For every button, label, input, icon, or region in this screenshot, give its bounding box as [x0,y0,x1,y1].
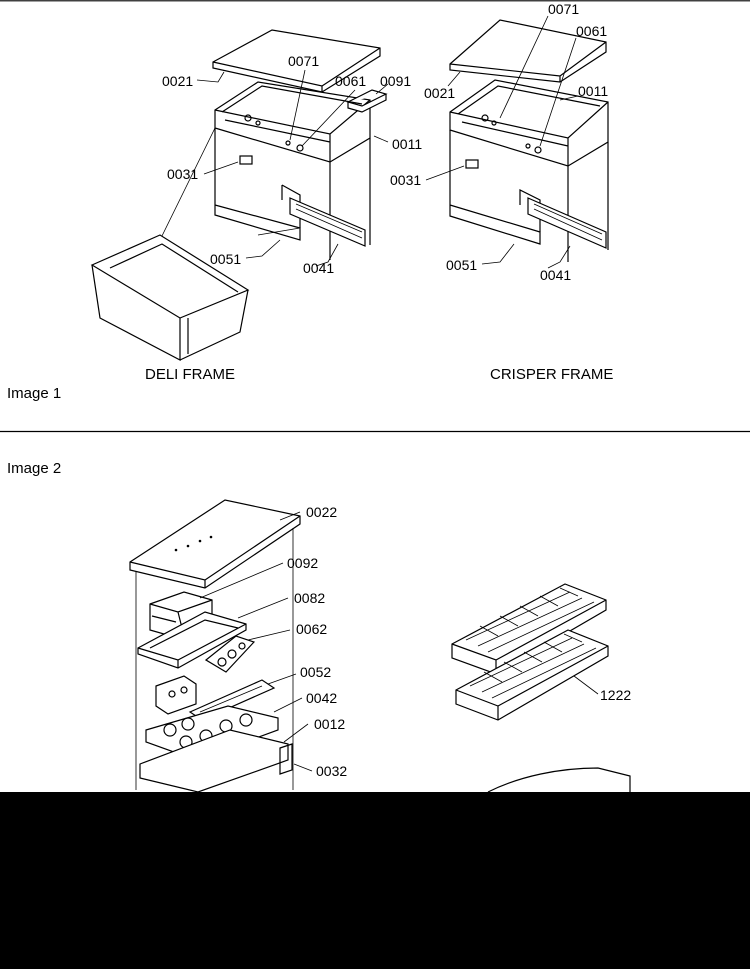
partial-container [487,767,631,793]
crisper-callout-0041: 0041 [540,267,571,283]
crisper-callout-0071: 0071 [548,1,579,17]
ice-tray-lower [455,629,609,721]
base-0012 [139,729,289,793]
ice-tray-upper [451,583,607,675]
callout-0022: 0022 [306,504,337,520]
image2-label: Image 2 [7,460,61,477]
deli-callout-0051: 0051 [210,251,241,267]
deli-callouts: 0021 0071 0061 0091 0011 0031 0051 0041 [162,53,422,276]
crisper-leaders [425,15,579,269]
deli-frame-top [214,81,371,163]
callout-0062: 0062 [296,621,327,637]
deli-part-0091 [346,89,388,113]
callout-1222: 1222 [600,687,631,703]
crisper-callouts: 0071 0061 0021 0011 0031 0051 0041 [390,1,608,283]
crisper-knob-0031 [465,159,479,169]
deli-knob-0031 [239,155,253,165]
crisper-frame-caption: CRISPER FRAME [490,366,613,383]
holder-left [155,675,197,715]
callout-0032: 0032 [316,763,347,779]
deli-rail-0041 [289,197,366,247]
callout-0082: 0082 [294,590,325,606]
deli-lid [212,29,381,93]
deli-callout-0061: 0061 [335,73,366,89]
crisper-frame-body [449,130,609,262]
door-bin-assembly-drawing [129,499,301,793]
deli-callout-0041: 0041 [303,260,334,276]
callout-0092: 0092 [287,555,318,571]
callout-0012: 0012 [314,716,345,732]
deli-frame-caption: DELI FRAME [145,366,235,383]
bottom-black-band [0,792,750,969]
ice-trays-drawing [451,583,631,793]
crisper-callout-0021: 0021 [424,85,455,101]
deli-frame-body [214,128,371,260]
crisper-frame-drawing [449,19,609,262]
bracket-0032 [279,743,293,775]
tray-0082 [137,611,247,669]
assembly-callouts: 0022 0092 0082 0062 0052 0042 0012 0032 [287,504,347,779]
crisper-rail-0041 [527,197,607,249]
callout-0052: 0052 [300,664,331,680]
image1-label: Image 1 [7,385,61,402]
cover-0022 [129,499,301,589]
deli-drawer [90,234,250,319]
crisper-callout-0031: 0031 [390,172,421,188]
deli-callout-0011: 0011 [392,136,422,152]
assembly-leaders [199,511,313,772]
deli-callout-0021: 0021 [162,73,193,89]
deli-frame-drawing [90,29,388,361]
crisper-lid [449,19,607,83]
callout-0042: 0042 [306,690,337,706]
deli-leaders [196,69,389,267]
egg-tray-0042 [145,705,279,761]
crisper-callout-0011: 0011 [578,83,608,99]
crisper-callout-0051: 0051 [446,257,477,273]
deli-callout-0091: 0091 [380,73,411,89]
crisper-callout-0061: 0061 [576,23,607,39]
deli-callout-0071: 0071 [288,53,319,69]
deli-callout-0031: 0031 [167,166,198,182]
